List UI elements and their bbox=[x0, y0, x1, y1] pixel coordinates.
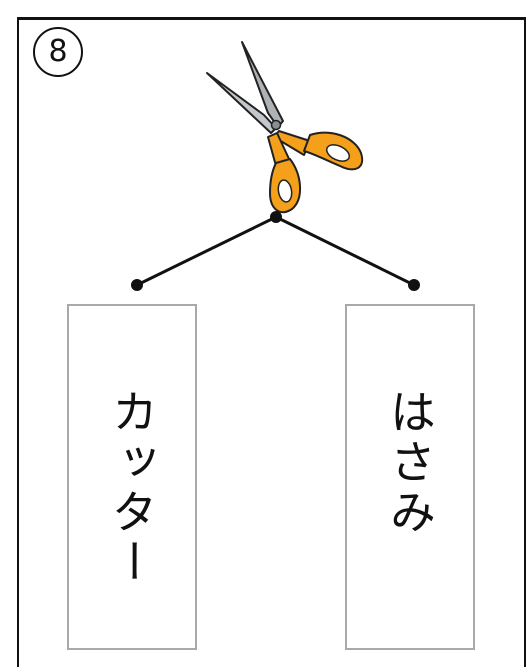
answer-label-right: はさみ bbox=[383, 388, 437, 538]
question-number-badge: 8 bbox=[33, 27, 83, 77]
answer-card-left[interactable]: カッター bbox=[67, 304, 197, 650]
scissors-icon bbox=[206, 41, 364, 214]
question-number: 8 bbox=[48, 34, 68, 69]
answer-label-left: カッター bbox=[105, 388, 159, 588]
worksheet-frame bbox=[17, 17, 526, 667]
answer-card-right[interactable]: はさみ bbox=[345, 304, 475, 650]
